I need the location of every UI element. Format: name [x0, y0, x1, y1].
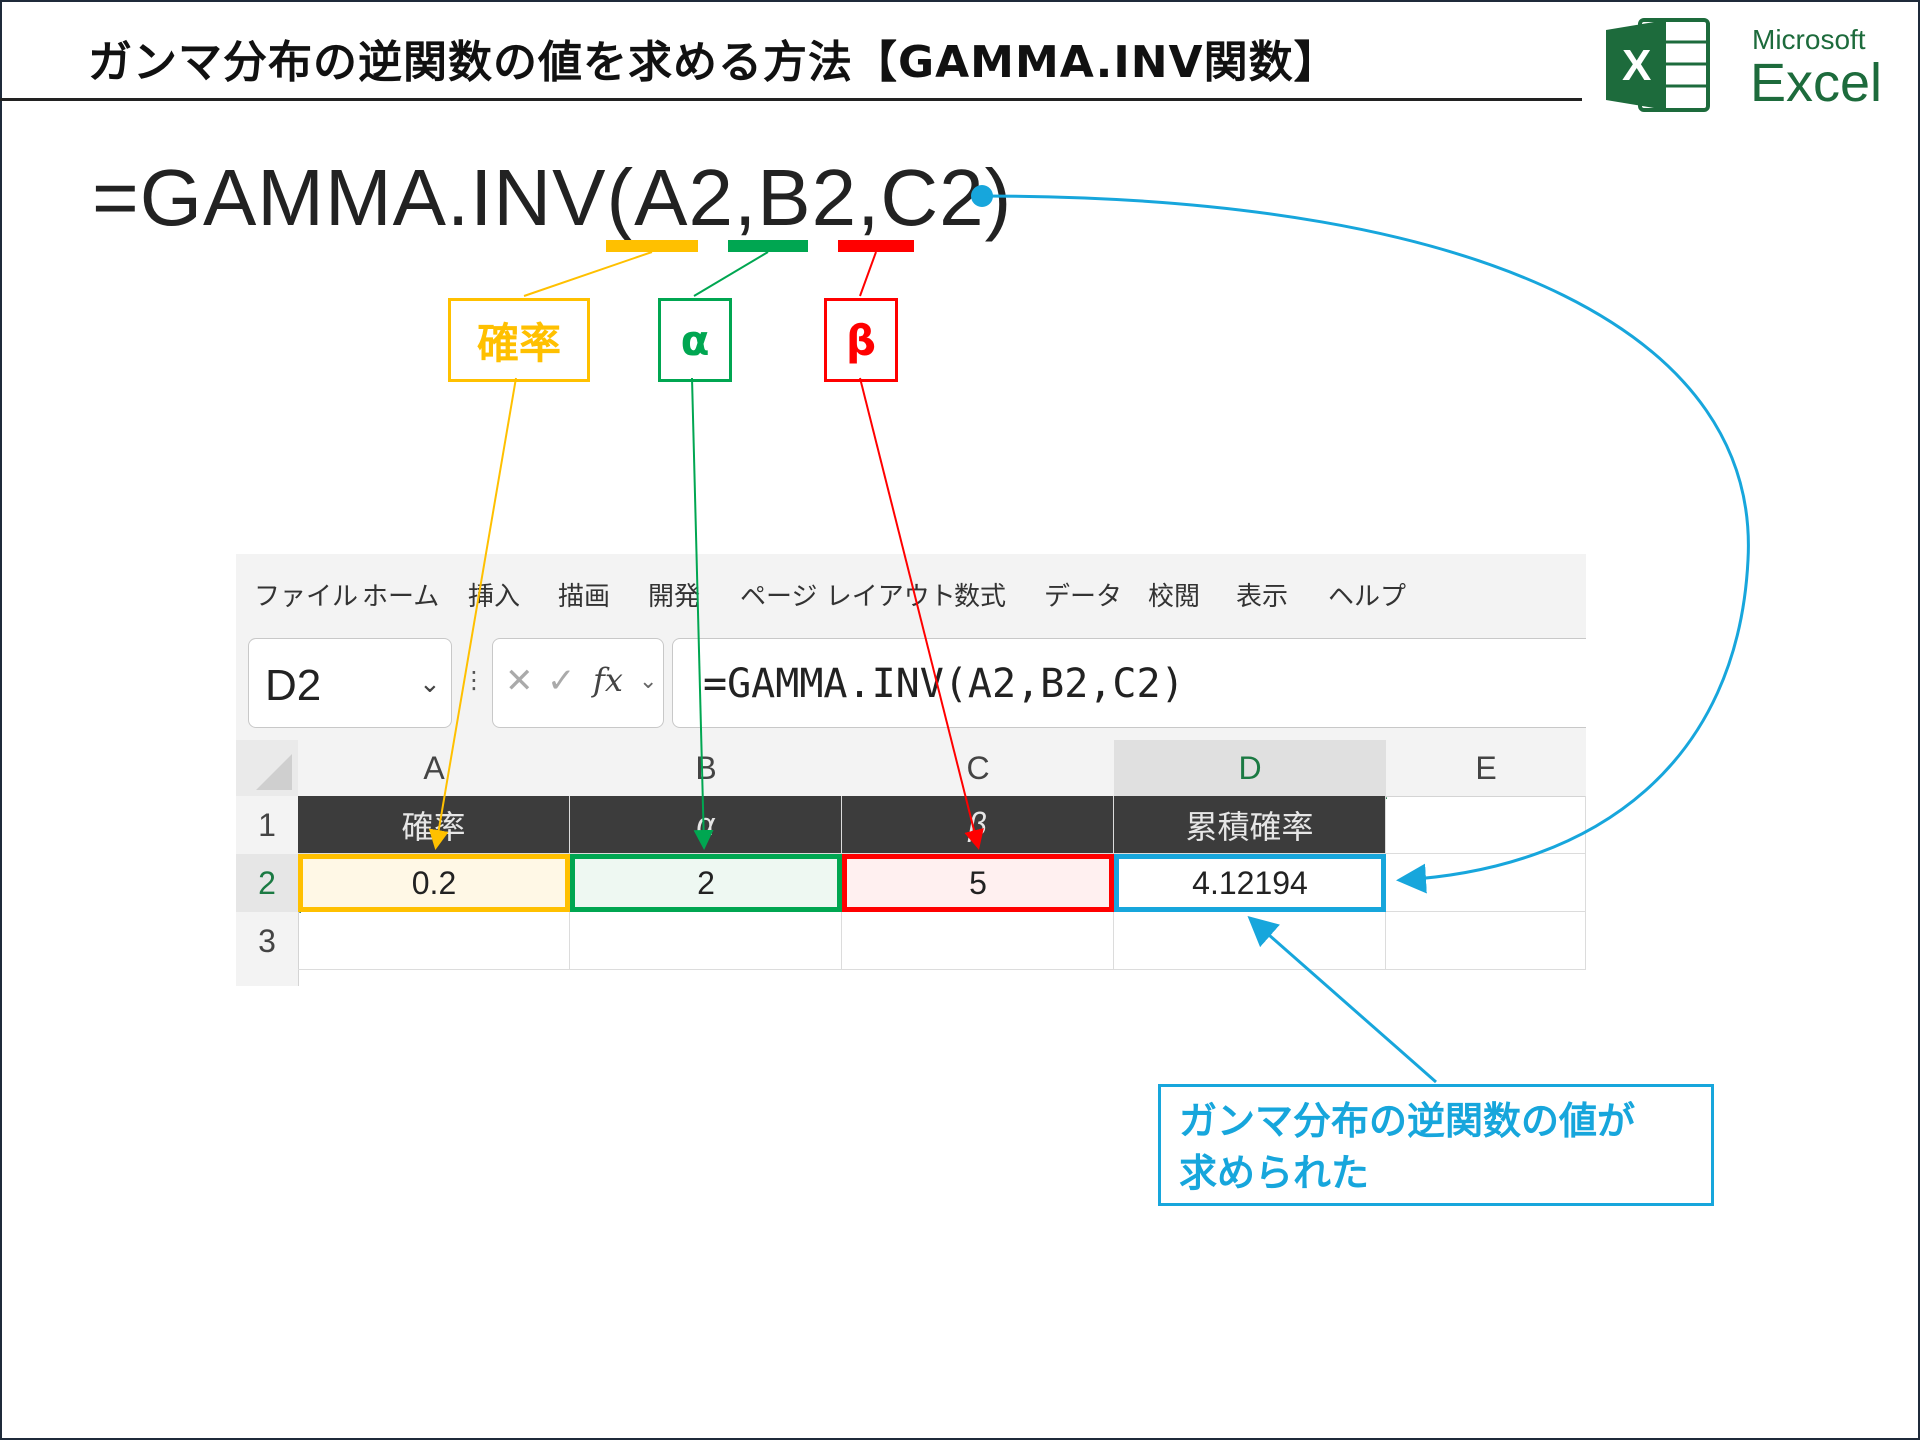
confirm-check-icon[interactable]: ✓: [547, 661, 576, 701]
cell-a2[interactable]: 0.2: [298, 854, 570, 912]
formula-buttons: ✕ ✓ fx ⌄: [492, 638, 664, 728]
cell-b2[interactable]: 2: [570, 854, 842, 912]
title-underline: [0, 98, 1582, 101]
insert-function-icon[interactable]: fx: [593, 661, 623, 699]
formula-prefix: =GAMMA.INV(: [92, 153, 635, 242]
page-title: ガンマ分布の逆関数の値を求める方法【GAMMA.INV関数】: [88, 37, 1339, 88]
column-header-d[interactable]: D: [1114, 740, 1387, 799]
column-header-a[interactable]: A: [298, 740, 571, 797]
tab-formulas[interactable]: 数式: [954, 582, 1007, 612]
formula-sep: ,: [857, 153, 881, 242]
excel-window: ファイル ホーム 挿入 描画 開発 ページ レイアウト 数式 データ 校閲 表示…: [236, 554, 1586, 986]
cell-c1[interactable]: β: [842, 796, 1114, 854]
cell-e3[interactable]: [1386, 912, 1586, 970]
tab-help[interactable]: ヘルプ: [1328, 582, 1407, 612]
tab-home[interactable]: ホーム: [362, 582, 440, 612]
tab-draw[interactable]: 描画: [558, 582, 611, 612]
chevron-down-icon[interactable]: ⌄: [639, 669, 658, 694]
cell-b1[interactable]: α: [570, 796, 842, 854]
cell-e1[interactable]: [1386, 796, 1586, 854]
underline-beta: [838, 240, 914, 252]
cell-e2[interactable]: [1386, 854, 1586, 912]
tab-view[interactable]: 表示: [1236, 582, 1289, 612]
callout-probability: 確率: [448, 298, 590, 382]
logo-excel-text: Excel: [1750, 53, 1883, 113]
tab-insert[interactable]: 挿入: [468, 582, 521, 612]
excel-logo: X Microsoft Excel: [1606, 14, 1906, 120]
logo-microsoft-text: Microsoft: [1752, 24, 1866, 55]
cell-d2[interactable]: 4.12194: [1114, 854, 1386, 912]
row-header-2[interactable]: 2: [236, 854, 301, 913]
result-note: ガンマ分布の逆関数の値が 求められた: [1158, 1084, 1714, 1206]
callout-alpha: α: [658, 298, 732, 382]
formula-input[interactable]: =GAMMA.INV(A2,B2,C2): [672, 638, 1586, 728]
tab-developer[interactable]: 開発: [648, 582, 701, 612]
column-header-e[interactable]: E: [1386, 740, 1586, 797]
formula-arg-a2: A2: [634, 153, 735, 242]
excel-logo-icon: X: [1606, 18, 1710, 112]
underline-alpha: [728, 240, 808, 252]
cell-a1[interactable]: 確率: [298, 796, 570, 854]
more-options-icon[interactable]: ⋮: [462, 666, 486, 694]
name-box-value: D2: [265, 661, 322, 710]
row-header-3[interactable]: 3: [236, 912, 299, 971]
spreadsheet-grid: A B C D E 1 2 3 4 確率 α β 累積確率 0.2 2 5 4.…: [236, 740, 1586, 986]
result-note-line1: ガンマ分布の逆関数の値が: [1179, 1099, 1636, 1143]
column-header-c[interactable]: C: [842, 740, 1115, 797]
formula-arg-b2: B2: [757, 153, 858, 242]
column-header-b[interactable]: B: [570, 740, 843, 797]
cell-b3[interactable]: [570, 912, 842, 970]
cancel-icon[interactable]: ✕: [505, 661, 534, 701]
chevron-down-icon[interactable]: ⌄: [419, 669, 441, 699]
cell-c2[interactable]: 5: [842, 854, 1114, 912]
formula-input-text: =GAMMA.INV(A2,B2,C2): [703, 661, 1185, 707]
formula-arg-c2: C2: [880, 153, 985, 242]
result-note-line2: 求められた: [1179, 1151, 1370, 1195]
row-header-1[interactable]: 1: [236, 796, 299, 855]
underline-probability: [606, 240, 698, 252]
tab-file[interactable]: ファイル: [254, 582, 359, 612]
formula-display: =GAMMA.INV(A2,B2,C2): [92, 152, 1012, 244]
row-header-4[interactable]: 4: [236, 970, 299, 986]
cell-d3[interactable]: [1114, 912, 1386, 970]
tab-review[interactable]: 校閲: [1148, 582, 1201, 612]
ribbon-tabs: ファイル ホーム 挿入 描画 開発 ページ レイアウト 数式 データ 校閲 表示…: [236, 554, 1586, 630]
tab-data[interactable]: データ: [1044, 582, 1123, 612]
tab-page-layout[interactable]: ページ レイアウト: [740, 582, 956, 612]
callout-beta: β: [824, 298, 898, 382]
cell-d1[interactable]: 累積確率: [1114, 796, 1386, 854]
svg-text:X: X: [1622, 41, 1651, 90]
name-box[interactable]: D2 ⌄: [248, 638, 452, 728]
select-all-corner[interactable]: [236, 740, 299, 797]
formula-sep: ,: [734, 153, 758, 242]
cell-c3[interactable]: [842, 912, 1114, 970]
cell-a3[interactable]: [298, 912, 570, 970]
formula-suffix: ): [984, 153, 1013, 242]
